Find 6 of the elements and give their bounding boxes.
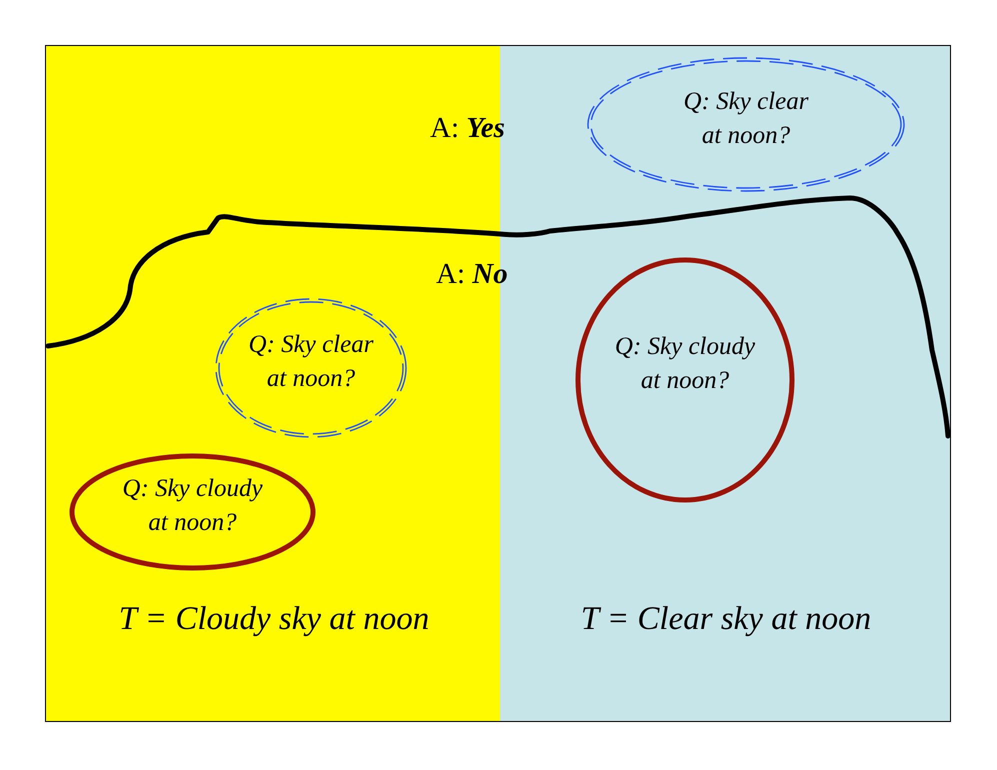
panel-caption: T = Clear sky at noon (580, 601, 872, 638)
panel-caption: T = Cloudy sky at noon (118, 601, 430, 638)
question-text: Q: Sky cloudy at noon? (121, 474, 264, 538)
question-text: Q: Sky clear at noon? (248, 330, 374, 394)
question-text: Q: Sky cloudy at noon? (614, 332, 756, 396)
question-text: Q: Sky clear at noon? (682, 86, 810, 150)
